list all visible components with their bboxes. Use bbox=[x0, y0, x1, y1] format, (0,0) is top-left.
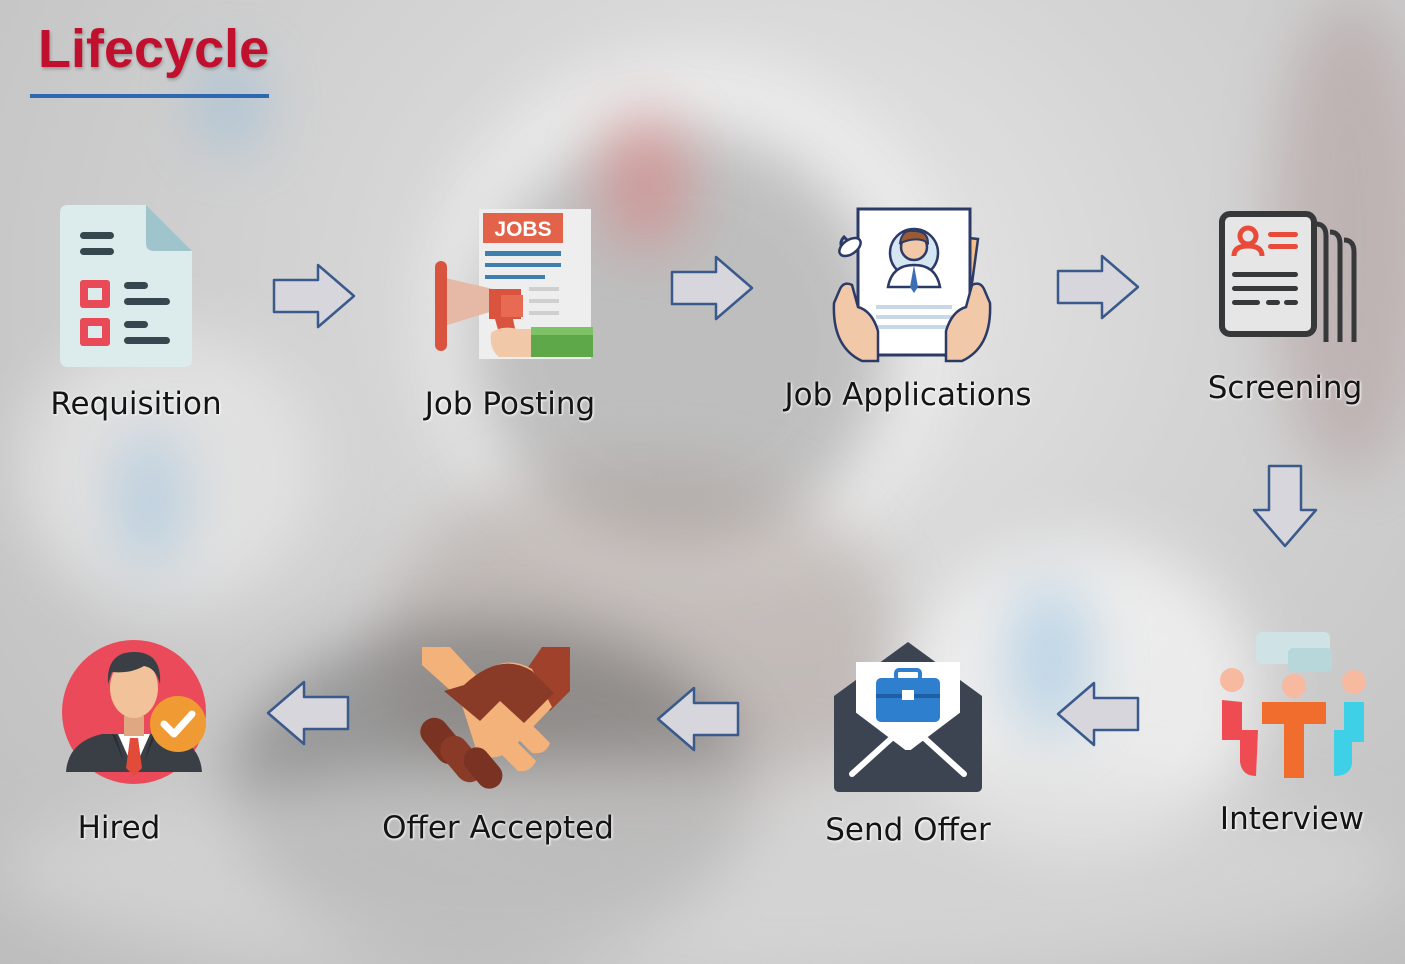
step-label-offer-accepted: Offer Accepted bbox=[382, 810, 614, 846]
stacked-resumes-icon bbox=[1219, 211, 1357, 342]
step-label-send-offer: Send Offer bbox=[825, 812, 991, 848]
document-checklist-icon bbox=[60, 205, 192, 367]
page-title: Lifecycle bbox=[38, 19, 270, 79]
arrow-right-icon bbox=[1056, 254, 1140, 320]
svg-text:JOBS: JOBS bbox=[494, 218, 551, 241]
step-label-job-posting: Job Posting bbox=[424, 386, 596, 422]
arrow-down-icon bbox=[1252, 464, 1318, 548]
resume-in-hands-icon bbox=[832, 207, 992, 363]
arrow-right-icon bbox=[670, 255, 754, 321]
title-underline bbox=[30, 94, 269, 98]
hired-person-check-icon bbox=[62, 640, 206, 784]
step-label-job-applications: Job Applications bbox=[784, 377, 1032, 413]
handshake-icon bbox=[420, 647, 570, 789]
arrow-right-icon bbox=[272, 263, 356, 329]
arrow-left-icon bbox=[1056, 681, 1140, 747]
step-label-interview: Interview bbox=[1219, 801, 1365, 837]
arrow-left-icon bbox=[266, 680, 350, 746]
megaphone-jobs-icon: JOBS bbox=[435, 209, 593, 359]
people-conversation-icon bbox=[1220, 632, 1366, 778]
step-label-hired: Hired bbox=[77, 810, 161, 846]
step-label-screening: Screening bbox=[1207, 370, 1363, 406]
step-label-requisition: Requisition bbox=[50, 386, 222, 422]
envelope-briefcase-icon bbox=[834, 642, 982, 792]
arrow-left-icon bbox=[656, 686, 740, 752]
